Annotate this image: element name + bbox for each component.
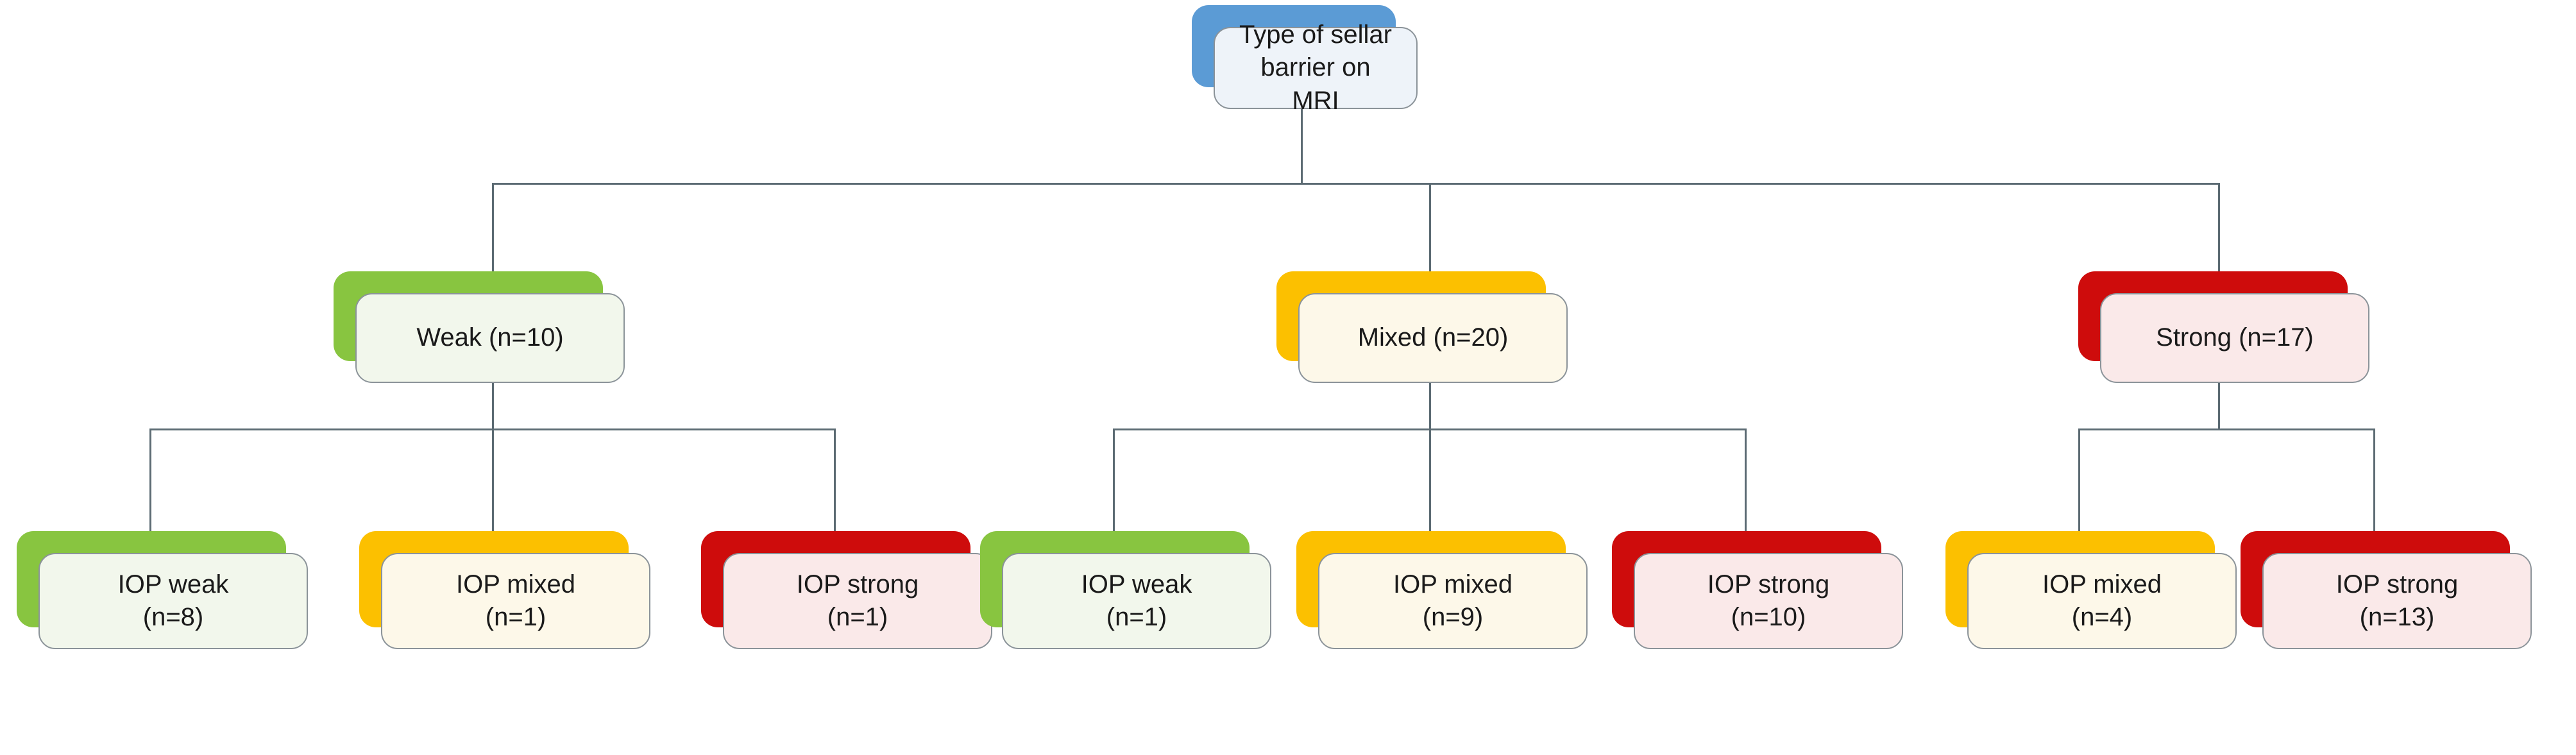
connector-weak-stem <box>492 382 494 428</box>
connector-weak-child-3 <box>834 428 836 544</box>
node-face: Type of sellar barrier on MRI <box>1214 21 1418 115</box>
node-strong[interactable]: Strong (n=17) <box>2078 271 2369 383</box>
node-face: Weak (n=10) <box>355 293 625 383</box>
connector-strong-child-1 <box>2078 428 2080 544</box>
node-weak-iop-weak[interactable]: IOP weak (n=8) <box>17 531 308 649</box>
connector-mixed-child-1 <box>1113 428 1115 544</box>
connector-strong-child-2 <box>2373 428 2375 544</box>
node-label: IOP mixed (n=9) <box>1393 570 1513 631</box>
node-face: IOP mixed (n=1) <box>381 553 650 649</box>
connector-weak-child-2 <box>492 428 494 544</box>
node-strong-iop-strong[interactable]: IOP strong (n=13) <box>2241 531 2532 649</box>
node-label: IOP mixed (n=1) <box>456 570 575 631</box>
node-mixed-iop-strong[interactable]: IOP strong (n=10) <box>1612 531 1903 649</box>
node-weak[interactable]: Weak (n=10) <box>334 271 625 383</box>
connector-root-stem <box>1301 106 1303 183</box>
node-label: Strong (n=17) <box>2156 323 2314 352</box>
node-label: IOP strong (n=10) <box>1707 570 1830 631</box>
node-label: Type of sellar barrier on MRI <box>1239 21 1392 115</box>
node-mixed-iop-mixed[interactable]: IOP mixed (n=9) <box>1296 531 1588 649</box>
connector-drop-mixed <box>1429 183 1431 293</box>
node-face: IOP mixed (n=4) <box>1967 553 2237 649</box>
node-face: IOP strong (n=1) <box>723 553 992 649</box>
node-face: Strong (n=17) <box>2100 293 2369 383</box>
node-mixed[interactable]: Mixed (n=20) <box>1276 271 1568 383</box>
connector-mixed-child-3 <box>1745 428 1747 544</box>
node-label: IOP strong (n=1) <box>796 570 919 631</box>
node-root[interactable]: Type of sellar barrier on MRI <box>1192 5 1418 115</box>
connector-mixed-child-2 <box>1429 428 1431 544</box>
node-label: Mixed (n=20) <box>1357 323 1509 352</box>
connector-level2-bus <box>492 183 2220 185</box>
connector-strong-stem <box>2218 382 2220 428</box>
node-mixed-iop-weak[interactable]: IOP weak (n=1) <box>980 531 1271 649</box>
connector-weak-child-1 <box>149 428 151 544</box>
node-weak-iop-strong[interactable]: IOP strong (n=1) <box>701 531 992 649</box>
node-label: IOP strong (n=13) <box>2335 570 2459 631</box>
node-face: IOP strong (n=10) <box>1634 553 1903 649</box>
connector-drop-strong <box>2218 183 2220 293</box>
connector-strong-bus <box>2078 428 2375 430</box>
node-face: Mixed (n=20) <box>1298 293 1568 383</box>
node-label: IOP weak (n=8) <box>117 570 229 631</box>
node-weak-iop-mixed[interactable]: IOP mixed (n=1) <box>359 531 650 649</box>
node-label: IOP weak (n=1) <box>1081 570 1192 631</box>
connector-drop-weak <box>492 183 494 293</box>
node-face: IOP strong (n=13) <box>2262 553 2532 649</box>
node-strong-iop-mixed[interactable]: IOP mixed (n=4) <box>1945 531 2237 649</box>
node-label: IOP mixed (n=4) <box>2042 570 2162 631</box>
node-face: IOP mixed (n=9) <box>1318 553 1588 649</box>
node-face: IOP weak (n=8) <box>38 553 308 649</box>
node-label: Weak (n=10) <box>416 323 564 352</box>
node-face: IOP weak (n=1) <box>1002 553 1271 649</box>
connector-mixed-stem <box>1429 382 1431 428</box>
